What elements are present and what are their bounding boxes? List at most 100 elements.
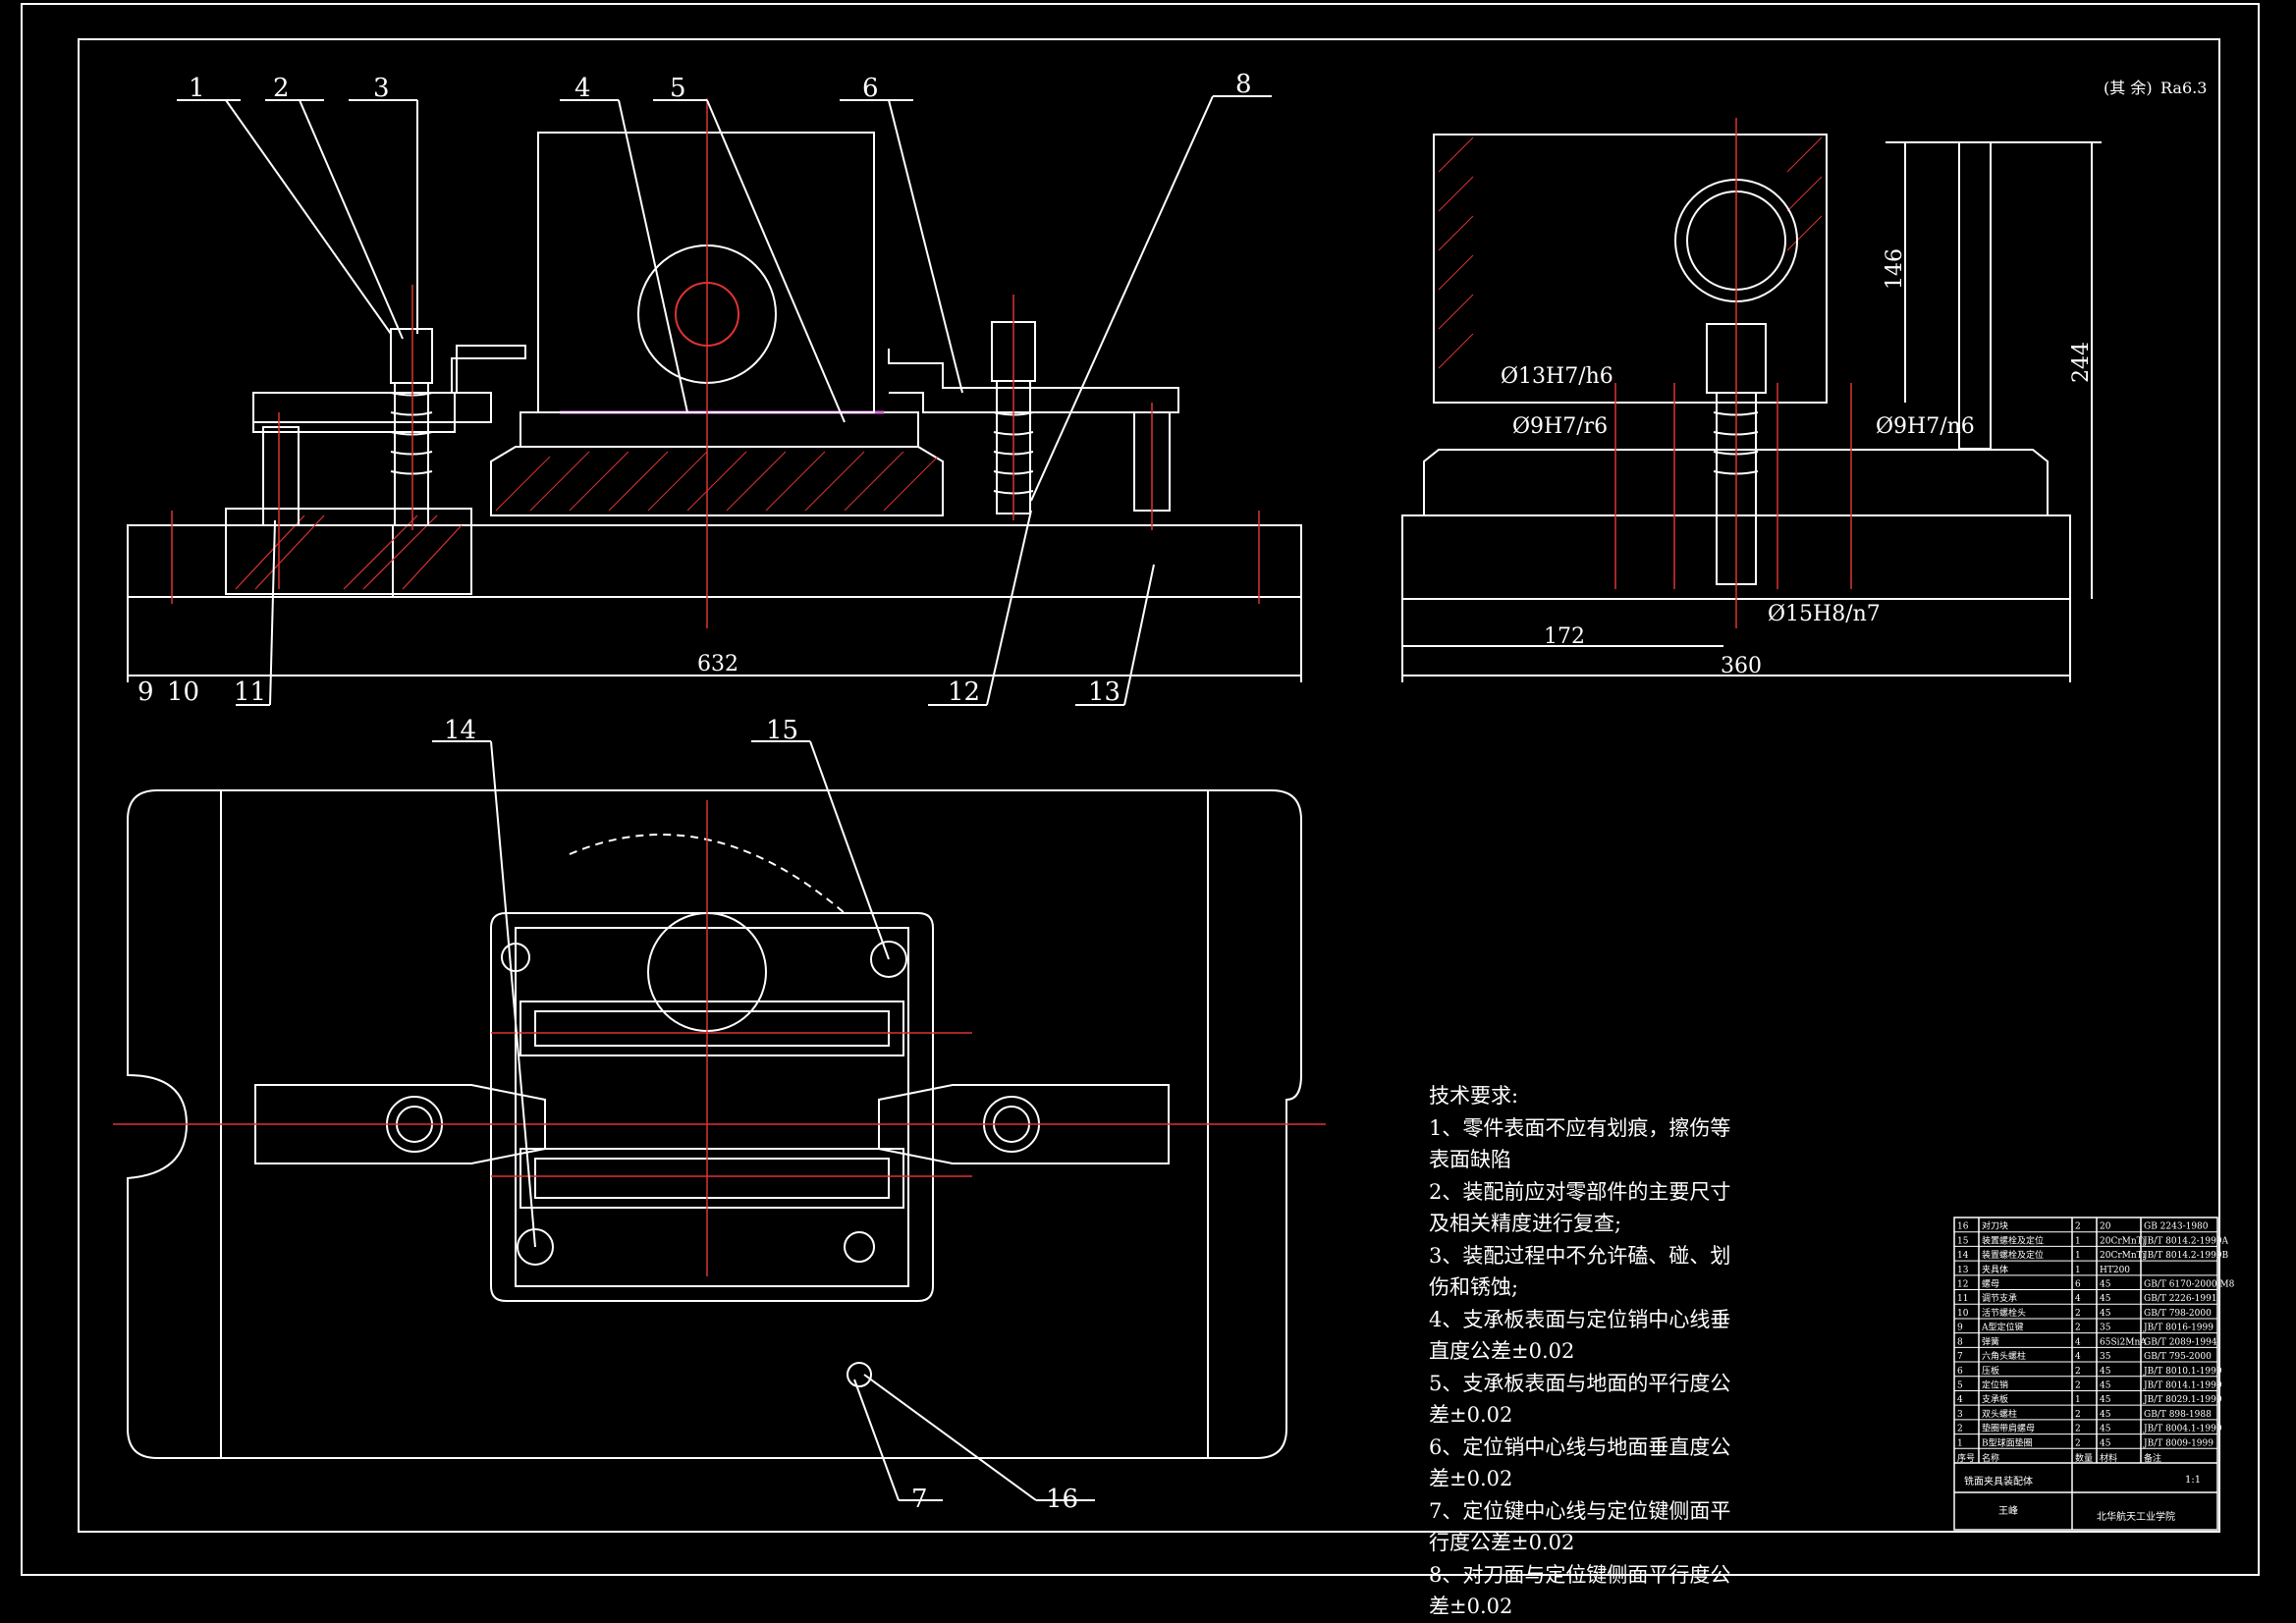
inner-border bbox=[78, 38, 2220, 1533]
tb-cell: GB/T 2226-1991 bbox=[2144, 1294, 2217, 1304]
label-8: 8 bbox=[1235, 70, 1252, 99]
tb-cell: 2 bbox=[2075, 1367, 2081, 1377]
tb-cell: JB/T 8010.1-1999 bbox=[2143, 1367, 2222, 1377]
tb-cell: 65Si2MnA bbox=[2100, 1337, 2147, 1347]
tb-cell: 装置螺栓及定位 bbox=[1982, 1234, 2044, 1246]
tb-cell: GB/T 6170-2000 M8 bbox=[2144, 1280, 2235, 1290]
tb-cell: 双头螺柱 bbox=[1982, 1408, 2017, 1420]
tech-item: 3、装配过程中不允许磕、碰、划伤和锈蚀; bbox=[1429, 1243, 1731, 1300]
tb-cell: 5 bbox=[1957, 1380, 1963, 1390]
label-7: 7 bbox=[911, 1485, 928, 1514]
title-block-meta: 铣面夹具装配体 王峰 北华航天工业学院 1:1 bbox=[1964, 1475, 2201, 1523]
tb-cell: GB/T 898-1988 bbox=[2144, 1410, 2212, 1420]
tb-school: 北华航天工业学院 bbox=[2097, 1510, 2175, 1523]
surface-value: Ra6.3 bbox=[2160, 79, 2207, 97]
title-block bbox=[1953, 1217, 2218, 1531]
tb-cell: 8 bbox=[1957, 1337, 1963, 1347]
tb-cell: 1 bbox=[2075, 1236, 2081, 1246]
tb-header-cell: 材料 bbox=[2100, 1452, 2117, 1464]
label-10: 10 bbox=[167, 677, 199, 707]
fit-13: Ø13H7/h6 bbox=[1501, 364, 1613, 389]
tb-cell: 1 bbox=[2075, 1266, 2081, 1275]
part-labels: 1 2 3 4 5 6 8 9 10 11 12 13 14 15 7 16 bbox=[137, 70, 1252, 1514]
tb-cell: 45 bbox=[2100, 1425, 2111, 1434]
tb-cell: 3 bbox=[1957, 1410, 1963, 1420]
label-14: 14 bbox=[444, 716, 476, 745]
tech-item: 2、装配前应对零部件的主要尺寸及相关精度进行复查; bbox=[1429, 1179, 1731, 1236]
tb-cell: 9 bbox=[1957, 1324, 1963, 1333]
tb-cell: 4 bbox=[2075, 1294, 2081, 1304]
surface-note: (其 余) bbox=[2104, 79, 2153, 97]
tb-cell: 45 bbox=[2100, 1380, 2111, 1390]
tb-cell: GB/T 798-2000 bbox=[2144, 1309, 2212, 1319]
fit-15: Ø15H8/n7 bbox=[1768, 602, 1881, 626]
tb-cell: 垫圈带肩螺母 bbox=[1982, 1423, 2035, 1434]
front-view bbox=[127, 95, 1302, 706]
tb-scale: 1:1 bbox=[2185, 1475, 2201, 1486]
tb-header-cell: 序号 bbox=[1957, 1452, 1975, 1464]
dim-244: 244 bbox=[2069, 342, 2094, 383]
tb-cell: 4 bbox=[2075, 1337, 2081, 1347]
tb-cell: JB/T 8004.1-1999 bbox=[2143, 1425, 2222, 1434]
tb-cell: 2 bbox=[2075, 1222, 2081, 1232]
tb-cell: GB/T 795-2000 bbox=[2144, 1352, 2212, 1362]
dim-360: 360 bbox=[1721, 654, 1762, 678]
tb-header-cell: 名称 bbox=[1982, 1452, 1999, 1464]
fit-9-r6: Ø9H7/r6 bbox=[1512, 414, 1608, 439]
dim-632: 632 bbox=[697, 652, 738, 676]
tb-designer: 王峰 bbox=[1998, 1505, 2018, 1517]
tb-cell: 45 bbox=[2100, 1294, 2111, 1304]
label-15: 15 bbox=[766, 716, 798, 745]
tb-cell: 对刀块 bbox=[1982, 1220, 2008, 1232]
label-16: 16 bbox=[1046, 1485, 1078, 1514]
tb-cell: 2 bbox=[2075, 1380, 2081, 1390]
tb-cell: 夹具体 bbox=[1982, 1264, 2008, 1275]
tb-cell: 14 bbox=[1957, 1251, 1969, 1261]
tb-cell: JB/T 8029.1-1999 bbox=[2143, 1395, 2222, 1405]
tb-cell: 20 bbox=[2100, 1222, 2111, 1232]
side-view bbox=[1401, 118, 2102, 682]
tb-cell: 35 bbox=[2100, 1352, 2111, 1362]
tb-cell: 15 bbox=[1957, 1236, 1969, 1246]
tb-cell: 20CrMnTi bbox=[2100, 1251, 2146, 1261]
tb-cell: B型球面垫圈 bbox=[1982, 1436, 2033, 1448]
dim-146: 146 bbox=[1883, 248, 1907, 290]
tb-cell: 支承板 bbox=[1982, 1393, 2008, 1405]
label-1: 1 bbox=[189, 74, 205, 103]
tb-header-cell: 数量 bbox=[2075, 1452, 2093, 1464]
tb-cell: 1 bbox=[2075, 1251, 2081, 1261]
tb-drawing-name: 铣面夹具装配体 bbox=[1964, 1475, 2033, 1488]
tb-cell: 2 bbox=[2075, 1309, 2081, 1319]
tb-cell: GB/T 2089-1994 bbox=[2144, 1337, 2217, 1347]
tb-cell: 6 bbox=[1957, 1367, 1963, 1377]
tb-cell: 35 bbox=[2100, 1324, 2111, 1333]
label-2: 2 bbox=[273, 74, 290, 103]
tb-cell: 弹簧 bbox=[1982, 1335, 1999, 1347]
tb-cell: 压板 bbox=[1982, 1365, 1999, 1377]
tb-cell: 7 bbox=[1957, 1352, 1963, 1362]
tb-cell: HT200 bbox=[2100, 1266, 2130, 1275]
label-9: 9 bbox=[137, 677, 154, 707]
tech-item: 5、支承板表面与地面的平行度公差±0.02 bbox=[1429, 1371, 1731, 1428]
tb-cell: 调节支承 bbox=[1982, 1292, 2017, 1304]
fit-9-n6: Ø9H7/n6 bbox=[1876, 414, 1975, 439]
tech-title: 技术要求: bbox=[1429, 1084, 1519, 1108]
tech-item: 6、定位销中心线与地面垂直度公差±0.02 bbox=[1429, 1434, 1731, 1491]
tb-cell: GB 2243-1980 bbox=[2144, 1222, 2209, 1232]
tb-cell: 2 bbox=[1957, 1425, 1963, 1434]
tb-cell: 45 bbox=[2100, 1280, 2111, 1290]
tb-cell: 45 bbox=[2100, 1309, 2111, 1319]
tb-cell: 6 bbox=[2075, 1280, 2081, 1290]
tb-cell: 1 bbox=[2075, 1395, 2081, 1405]
tb-header-cell: 备注 bbox=[2144, 1452, 2161, 1464]
tb-cell: JB/T 8014.2-1999B bbox=[2143, 1251, 2229, 1261]
tech-item: 4、支承板表面与定位销中心线垂直度公差±0.02 bbox=[1429, 1307, 1731, 1364]
tb-cell: 45 bbox=[2100, 1367, 2111, 1377]
tb-cell: JB/T 8016-1999 bbox=[2143, 1324, 2214, 1333]
tb-cell: JB/T 8009-1999 bbox=[2143, 1438, 2214, 1448]
tb-cell: 20CrMnTi bbox=[2100, 1236, 2146, 1246]
tb-cell: 11 bbox=[1957, 1294, 1968, 1304]
tb-cell: 13 bbox=[1957, 1266, 1969, 1275]
